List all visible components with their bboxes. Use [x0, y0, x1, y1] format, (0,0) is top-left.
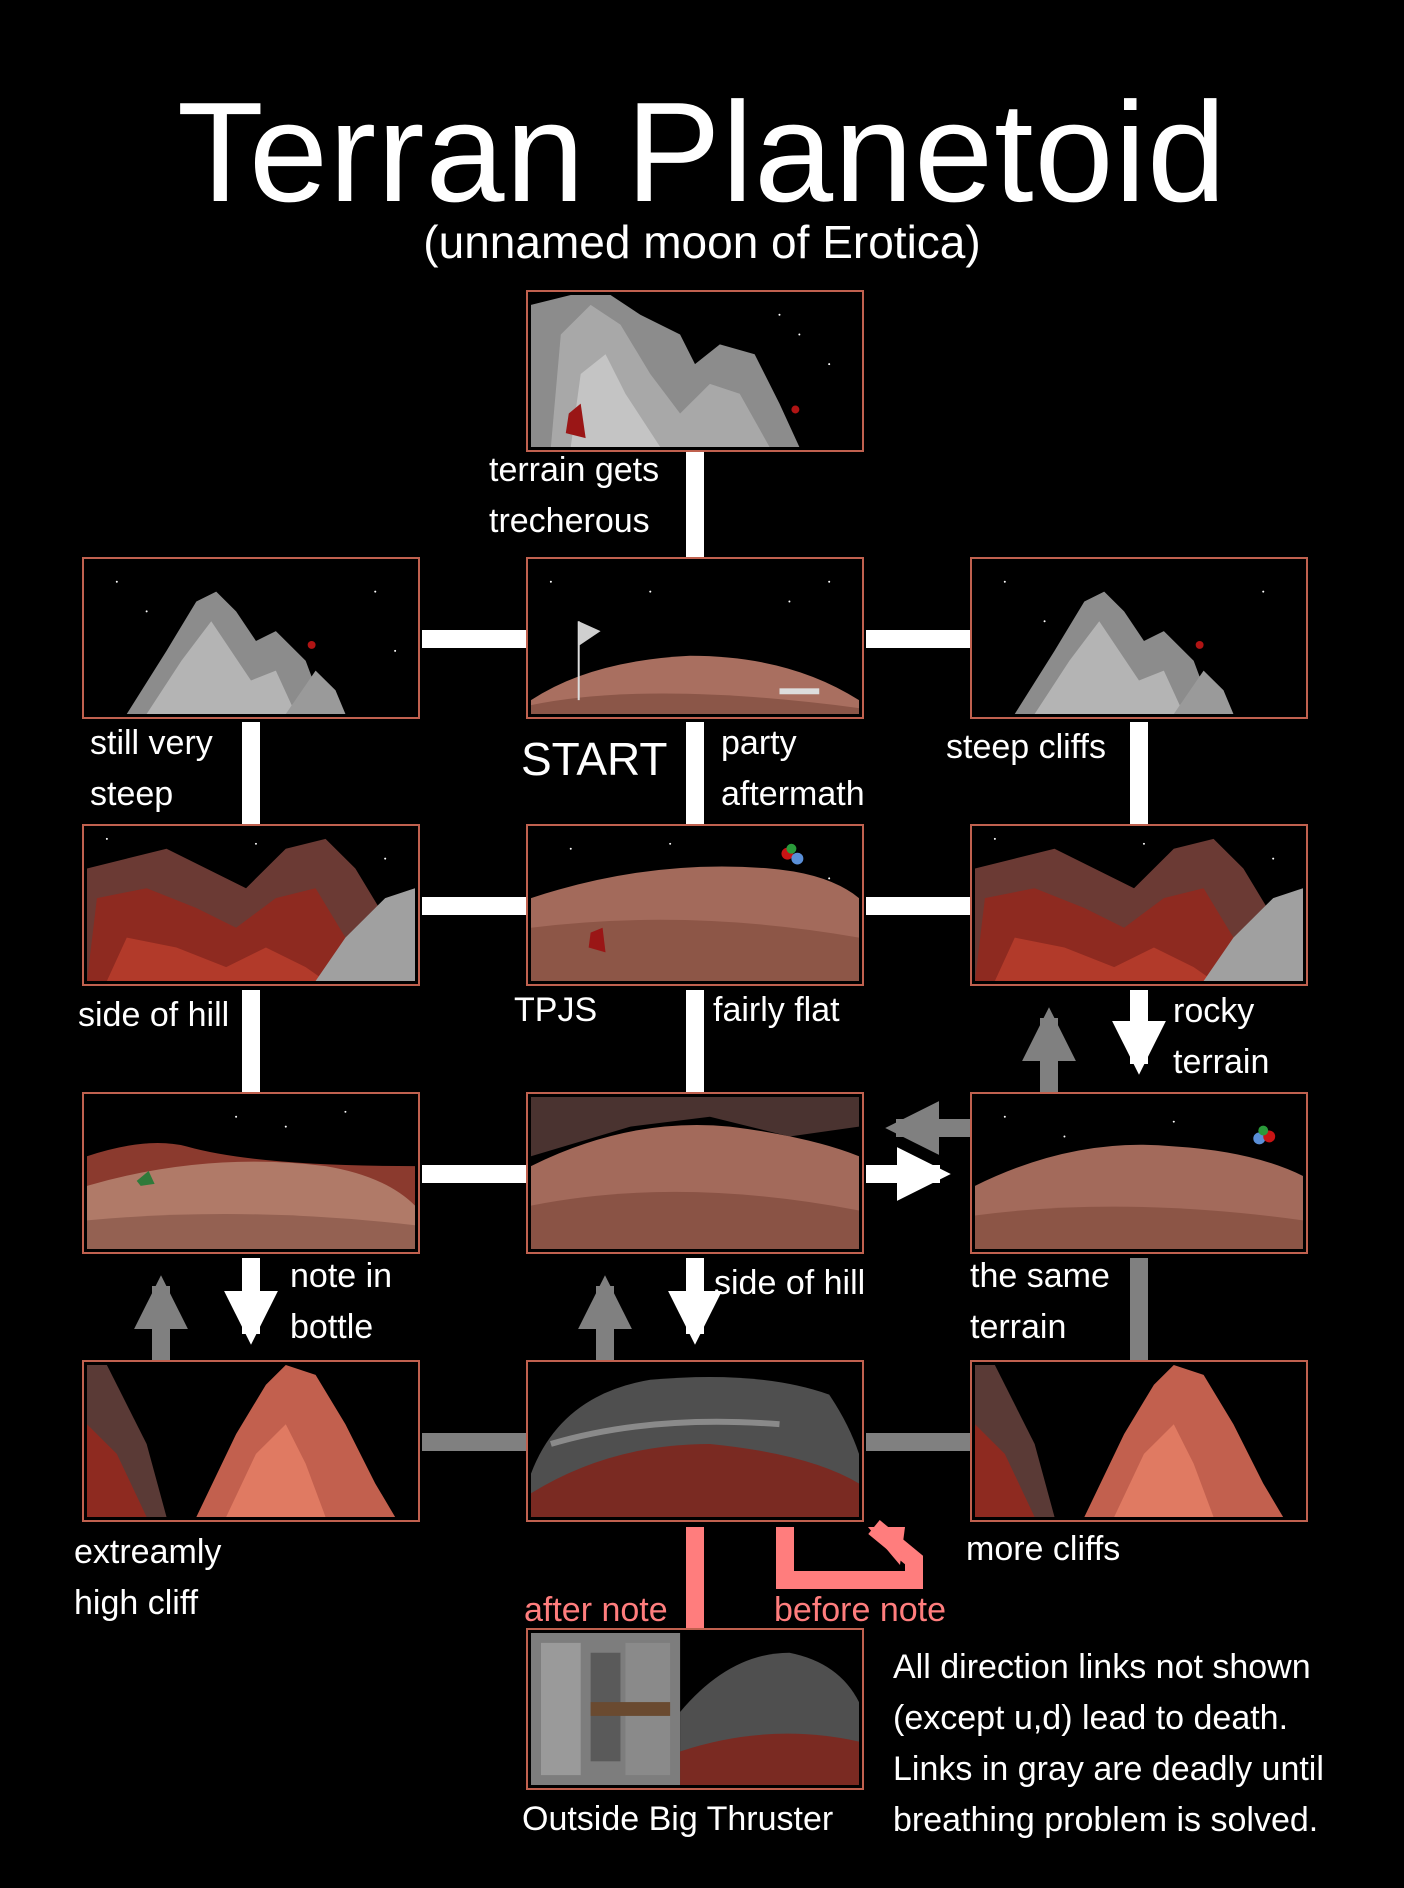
label-more-cliffs: more cliffs: [966, 1530, 1121, 1568]
scene-treacherous[interactable]: [526, 290, 864, 452]
scene-dark-mound[interactable]: [526, 1360, 864, 1522]
balloon-hill-image: [531, 829, 859, 981]
before-note-arrowhead: [868, 1527, 905, 1565]
scene-still-steep[interactable]: [82, 557, 420, 719]
rocky-hill-image: [531, 1097, 859, 1249]
scene-rocky-terrain[interactable]: [970, 824, 1308, 986]
label-outside-big-thruster: Outside Big Thruster: [522, 1800, 834, 1838]
gray-peak-image: [87, 562, 415, 714]
label-fairly-flat: fairly flat: [713, 991, 840, 1029]
label-still-steep: still very steep: [90, 724, 213, 813]
label-rocky-terrain: rocky terrain: [1173, 992, 1270, 1081]
bottle-hill-image: [87, 1097, 415, 1249]
red-rocks-image: [975, 829, 1303, 981]
dark-mound-image: [531, 1365, 859, 1517]
page-title: Terran Planetoid: [176, 73, 1228, 232]
legend-note: All direction links not shown (except u,…: [893, 1648, 1324, 1839]
label-steep-cliffs: steep cliffs: [946, 728, 1107, 766]
label-start: START: [521, 733, 668, 785]
red-cliff-image: [87, 1365, 415, 1517]
scene-tpjs[interactable]: [526, 824, 864, 986]
label-treacherous: terrain gets trecherous: [489, 451, 660, 540]
flag-hill-image: [531, 562, 859, 714]
label-side-of-hill-center: side of hill: [714, 1264, 866, 1302]
label-side-of-hill-left: side of hill: [78, 996, 230, 1034]
scene-same-terrain[interactable]: [970, 1092, 1308, 1254]
gray-peak-image: [531, 295, 859, 447]
label-same-terrain: the same terrain: [970, 1257, 1110, 1346]
scene-outside-big-thruster[interactable]: [526, 1628, 864, 1790]
label-before-note: before note: [774, 1591, 947, 1629]
red-cliff-image: [975, 1365, 1303, 1517]
scene-start[interactable]: [526, 557, 864, 719]
red-rocks-image: [87, 829, 415, 981]
scene-more-cliffs[interactable]: [970, 1360, 1308, 1522]
gray-peak-image: [975, 562, 1303, 714]
label-high-cliff: extreamly high cliff: [74, 1533, 222, 1622]
scene-side-of-hill-left[interactable]: [82, 824, 420, 986]
thruster-image: [531, 1633, 859, 1785]
label-tpjs: TPJS: [514, 991, 598, 1029]
label-party-aftermath: party aftermath: [721, 724, 865, 813]
page-subtitle: (unnamed moon of Erotica): [423, 216, 981, 268]
balloon-hill-image: [975, 1097, 1303, 1249]
scene-side-of-hill-center[interactable]: [526, 1092, 864, 1254]
label-after-note: after note: [524, 1591, 668, 1629]
scene-steep-cliffs[interactable]: [970, 557, 1308, 719]
label-note-in-bottle: note in bottle: [290, 1257, 393, 1346]
scene-high-cliff[interactable]: [82, 1360, 420, 1522]
scene-note-in-bottle[interactable]: [82, 1092, 420, 1254]
